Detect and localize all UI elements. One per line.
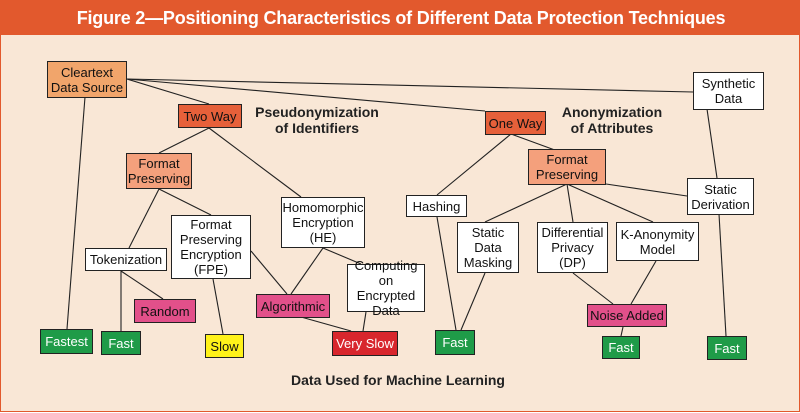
edge-format-left-fpe bbox=[158, 188, 212, 216]
figure-title: Figure 2—Positioning Characteristics of … bbox=[1, 1, 800, 35]
node-noise-added: Noise Added bbox=[587, 304, 667, 327]
edge-format-right-dp bbox=[566, 183, 574, 223]
node-format-preserving-right: Format Preserving bbox=[528, 149, 606, 185]
node-format-preserving-left: Format Preserving bbox=[126, 153, 192, 189]
edge-format-right-masking bbox=[484, 183, 568, 223]
node-static-derivation: Static Derivation bbox=[687, 178, 754, 215]
node-fast-tokenization: Fast bbox=[101, 331, 141, 355]
node-computing-on-encrypted-data: Computing on Encrypted Data bbox=[347, 258, 425, 318]
node-tokenization: Tokenization bbox=[85, 248, 167, 271]
edge-tokenization-random bbox=[120, 270, 164, 300]
node-fpe: Format Preserving Encryption (FPE) bbox=[171, 215, 251, 279]
edge-one-way-hashing bbox=[436, 133, 512, 196]
node-hashing: Hashing bbox=[406, 195, 467, 217]
edge-fpe-slow bbox=[212, 278, 224, 335]
node-synthetic-data: Synthetic Data bbox=[693, 72, 764, 110]
edge-format-left-tokenization bbox=[128, 188, 160, 249]
edge-cleartext-one-way bbox=[126, 78, 486, 112]
edge-hashing-fast bbox=[436, 216, 457, 331]
node-fastest: Fastest bbox=[40, 329, 93, 354]
edge-algorithmic-very-slow bbox=[300, 316, 352, 332]
node-fast-noise: Fast bbox=[602, 336, 640, 359]
node-k-anonymity-model: K-Anonymity Model bbox=[616, 222, 699, 261]
heading-anonymization: Anonymization of Attributes bbox=[561, 104, 663, 136]
edge-masking-fast bbox=[460, 272, 486, 331]
heading-footer: Data Used for Machine Learning bbox=[291, 372, 505, 388]
node-cleartext-data-source: Cleartext Data Source bbox=[47, 61, 127, 98]
edge-cleartext-two-way bbox=[126, 78, 210, 105]
node-static-data-masking: Static Data Masking bbox=[457, 222, 519, 273]
node-fast-static-derivation: Fast bbox=[707, 336, 747, 360]
edge-synthetic-static-derivation bbox=[706, 108, 718, 179]
node-two-way: Two Way bbox=[178, 104, 242, 128]
edge-cleartext-fastest bbox=[66, 96, 86, 330]
edge-he-computing bbox=[322, 247, 362, 265]
edge-he-algorithmic bbox=[290, 247, 324, 295]
edge-format-right-static-derivation bbox=[605, 183, 688, 197]
node-slow: Slow bbox=[205, 334, 244, 358]
edge-format-right-kanon bbox=[566, 183, 654, 223]
node-very-slow: Very Slow bbox=[332, 331, 398, 356]
node-homomorphic-encryption: Homomorphic Encryption (HE) bbox=[281, 197, 365, 248]
node-algorithmic: Algorithmic bbox=[256, 294, 330, 318]
edge-cleartext-synthetic bbox=[126, 78, 694, 93]
edge-computing-very-slow bbox=[362, 311, 367, 332]
edge-kanon-noise bbox=[630, 260, 657, 305]
node-fast-hashing: Fast bbox=[435, 330, 475, 355]
edge-fpe-algorithmic bbox=[250, 250, 288, 295]
edge-two-way-format-left bbox=[158, 127, 210, 154]
node-random: Random bbox=[134, 299, 196, 323]
edge-dp-noise bbox=[572, 272, 614, 305]
heading-pseudonymization: Pseudonymization of Identifiers bbox=[255, 104, 379, 136]
node-differential-privacy: Differential Privacy (DP) bbox=[537, 222, 608, 273]
edge-two-way-he bbox=[208, 127, 302, 198]
node-one-way: One Way bbox=[485, 111, 546, 135]
edge-noise-fast bbox=[620, 326, 624, 337]
edge-static-derivation-fast bbox=[718, 213, 727, 337]
